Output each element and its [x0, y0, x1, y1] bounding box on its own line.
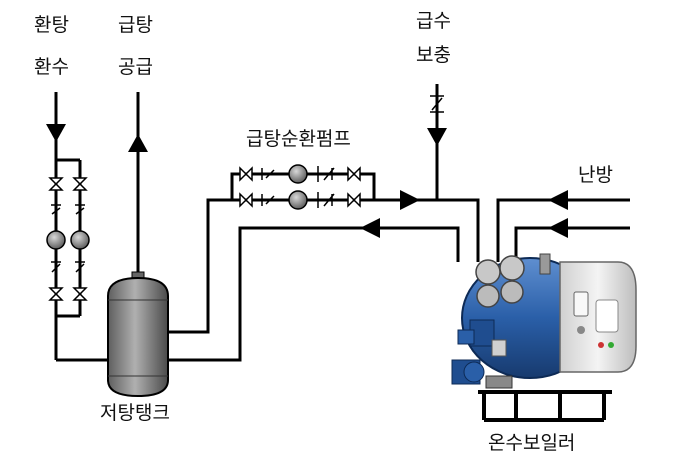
tank-boiler-pipes: [168, 200, 478, 360]
label-storage-tank: 저탕탱크: [100, 402, 170, 424]
label-return-water: 환수: [34, 56, 69, 78]
return-pump-2-icon: [71, 231, 89, 249]
return-pump-1-icon: [47, 231, 65, 249]
arrow-right-icon: [400, 190, 420, 210]
label-hot-water: 급탕: [118, 14, 153, 36]
label-boiler: 온수보일러: [488, 432, 575, 454]
boiler: [452, 254, 636, 420]
label-makeup-feed: 급수: [416, 10, 451, 32]
label-return-hot-water: 환탕: [34, 14, 69, 36]
arrow-left-icon: [360, 218, 380, 238]
arrow-left-icon: [548, 218, 568, 238]
label-makeup-replenish: 보충: [416, 44, 451, 66]
arrow-left-icon: [548, 190, 568, 210]
label-heating: 난방: [578, 164, 613, 186]
arrow-down-icon: [427, 128, 447, 146]
circ-pump-1-icon: [289, 165, 307, 183]
return-line: [56, 92, 108, 360]
circ-pump-2-icon: [289, 191, 307, 209]
label-supply: 공급: [118, 56, 153, 78]
arrow-up-icon: [128, 134, 148, 152]
label-hw-circ-pump: 급탕순환펌프: [246, 128, 351, 150]
storage-tank: [108, 272, 168, 396]
arrow-down-icon: [46, 124, 66, 142]
